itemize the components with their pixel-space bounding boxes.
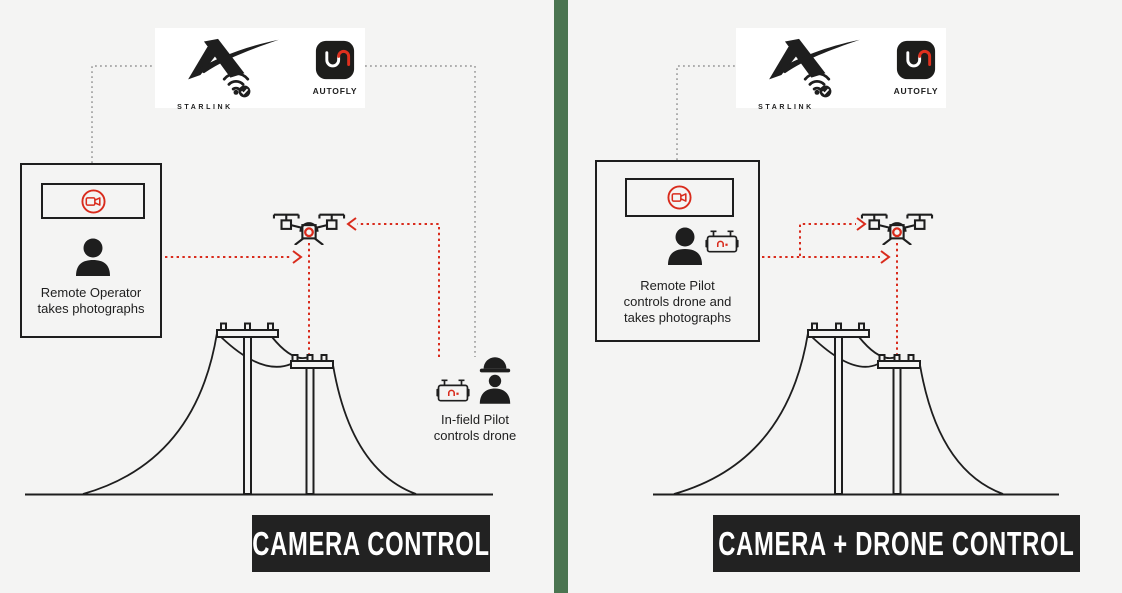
controller-icon	[705, 230, 739, 253]
starlink-wordmark: STARLINK	[758, 104, 814, 111]
drone-icon	[272, 213, 346, 245]
panel-title-camera-drone-control: CAMERA + DRONE CONTROL	[713, 515, 1080, 572]
autofly-wordmark: AUTOFLY	[312, 86, 358, 96]
wifi-check-icon	[803, 72, 832, 98]
autofly-app-icon	[315, 40, 355, 80]
starlink-x-icon	[188, 38, 279, 80]
remote-pilot-caption: Remote Pilot controls drone and takes ph…	[623, 278, 732, 325]
remote-pilot-card: Remote Pilot controls drone and takes ph…	[595, 160, 760, 342]
panel-camera-drone-control: STARLINK AUTOFLY	[561, 0, 1122, 593]
starlink-x-icon	[769, 38, 860, 80]
connectivity-logo-card: STARLINK AUTOFLY	[155, 28, 365, 111]
drone-icon	[860, 213, 934, 245]
autofly-wordmark: AUTOFLY	[893, 86, 939, 96]
person-icon	[76, 238, 110, 276]
autofly-app-icon	[896, 40, 936, 80]
panel-camera-control: STARLINK AUTOFLY	[20, 28, 555, 572]
panel-title-text: CAMERA + DRONE CONTROL	[718, 524, 1075, 562]
hardhat-person-icon	[479, 357, 511, 404]
person-icon	[668, 227, 702, 265]
controller-icon	[436, 379, 470, 402]
camera-feed-screen	[625, 178, 734, 217]
panel-title-text: CAMERA CONTROL	[252, 524, 490, 562]
starlink-wordmark: STARLINK	[177, 104, 233, 111]
panel-divider	[554, 0, 568, 593]
video-camera-icon	[667, 185, 692, 210]
connectivity-logo-card: STARLINK AUTOFLY	[736, 28, 946, 111]
panel-title-camera-control: CAMERA CONTROL	[252, 515, 490, 572]
remote-operator-card: Remote Operator takes photographs	[20, 163, 162, 338]
in-field-pilot-group: In-field Pilot controls drone	[395, 356, 555, 443]
in-field-pilot-caption: In-field Pilot controls drone	[433, 412, 517, 443]
video-camera-icon	[80, 188, 106, 214]
remote-operator-caption: Remote Operator takes photographs	[37, 285, 145, 316]
camera-feed-screen	[41, 183, 145, 219]
wifi-check-icon	[222, 72, 251, 98]
